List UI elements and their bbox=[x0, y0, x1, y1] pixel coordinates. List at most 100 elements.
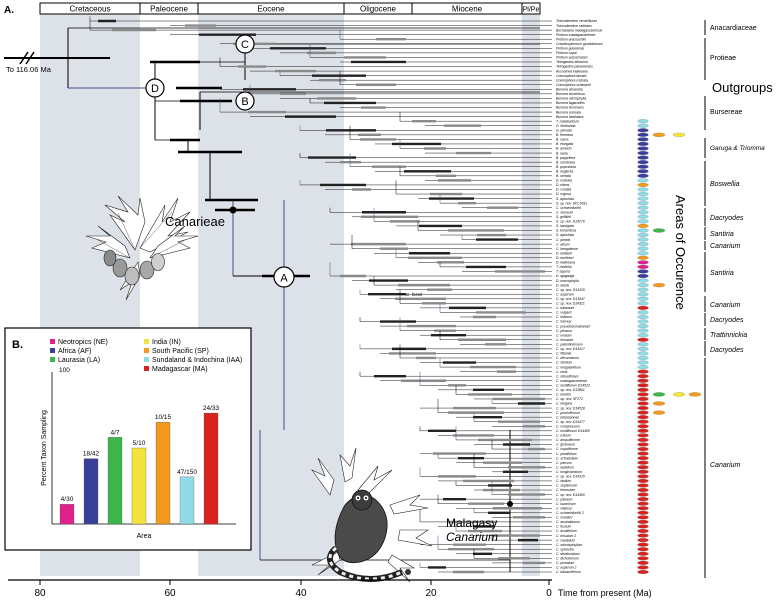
tip-label: C. elegans bbox=[556, 402, 573, 406]
bar-af bbox=[83, 458, 99, 525]
tip-label: C. ovatum bbox=[556, 333, 572, 337]
tip-label: C. multiflorum D14465 bbox=[556, 429, 590, 433]
tip-label: Commiphora rostrata bbox=[556, 78, 588, 82]
epoch-plio-pleistocene: Pl/Pe bbox=[523, 7, 540, 14]
area-dot bbox=[637, 237, 649, 242]
tip-label: S. sp. nov. D14276 bbox=[556, 220, 585, 224]
area-dot bbox=[637, 547, 649, 552]
calibration-node-dot bbox=[229, 206, 237, 214]
tip-label: D. klaineana bbox=[556, 261, 575, 265]
tip-label: C. hirsutum bbox=[556, 338, 574, 342]
area-dot bbox=[637, 346, 649, 351]
area-dot bbox=[637, 383, 649, 388]
tip-label: C. lastlum bbox=[556, 479, 571, 483]
area-dot bbox=[637, 492, 649, 497]
area-dot bbox=[637, 196, 649, 201]
tip-label: C. asperum bbox=[556, 292, 574, 296]
area-dot bbox=[637, 542, 649, 547]
tip-label: C. globosum bbox=[556, 443, 575, 447]
area-dot-extra bbox=[688, 392, 702, 397]
area-dot bbox=[637, 319, 649, 324]
legend-swatch bbox=[50, 357, 55, 362]
area-dot bbox=[637, 246, 649, 251]
area-dot bbox=[637, 260, 649, 265]
tip-label: C. harveyi bbox=[556, 320, 572, 324]
tip-label: B. sacra bbox=[556, 138, 569, 142]
area-dot bbox=[637, 210, 649, 215]
area-dot bbox=[637, 296, 649, 301]
tip-label: Bursera simaruba bbox=[556, 88, 583, 92]
tip-label: C. muelleri bbox=[556, 516, 572, 520]
epoch-eocene: Eocene bbox=[257, 5, 285, 14]
group-brackets: Anacardiaceae Protieae Outgroups Bursere… bbox=[704, 20, 773, 578]
area-dot bbox=[637, 164, 649, 169]
lemur-illustration bbox=[311, 447, 433, 583]
tip-label: C. lamii bbox=[556, 370, 568, 374]
area-dot-extra bbox=[672, 132, 686, 137]
tip-label: Tetragastris altissima bbox=[556, 60, 588, 64]
area-dot bbox=[637, 529, 649, 534]
tip-label: B. papyrifera bbox=[556, 156, 575, 160]
group-outgroups: Outgroups bbox=[712, 80, 773, 95]
area-dot bbox=[637, 392, 649, 397]
tip-label: B. nana bbox=[556, 151, 568, 155]
area-dot bbox=[637, 269, 649, 274]
tip-label: T. aspera bbox=[556, 270, 570, 274]
bar-value-label: 4/30 bbox=[61, 496, 74, 503]
legend-swatch bbox=[144, 366, 149, 371]
axis-tick-80: 80 bbox=[34, 588, 46, 599]
tip-label: C. cupuliforme bbox=[556, 447, 578, 451]
area-dot bbox=[637, 132, 649, 137]
area-dot bbox=[637, 137, 649, 142]
area-dot bbox=[637, 146, 649, 151]
bar-value-label: 10/15 bbox=[155, 414, 172, 421]
area-dot bbox=[637, 406, 649, 411]
tip-label: C. pilosum bbox=[556, 329, 572, 333]
node-b-label: B bbox=[241, 96, 248, 108]
tip-label: D. rostrata bbox=[556, 179, 572, 183]
area-dot bbox=[637, 233, 649, 238]
area-dot bbox=[637, 501, 649, 506]
area-dot bbox=[637, 419, 649, 424]
node-a-marker: A bbox=[273, 266, 295, 288]
legend-label: Madagascar (MA) bbox=[152, 366, 208, 373]
tip-label: D. igaganga bbox=[556, 274, 574, 278]
area-dot bbox=[637, 387, 649, 392]
group-dacryodes-3: Dacryodes bbox=[710, 347, 744, 354]
area-dot bbox=[637, 337, 649, 342]
bar-iaa bbox=[179, 476, 195, 525]
tip-label: B. ameero bbox=[556, 147, 572, 151]
tip-label: C. trinervium bbox=[556, 488, 575, 492]
area-dot bbox=[637, 355, 649, 360]
legend-swatch bbox=[50, 339, 55, 344]
group-dacryodes-2: Dacryodes bbox=[710, 317, 744, 324]
area-dot bbox=[637, 283, 649, 288]
tip-label: Bursera tecomaca bbox=[556, 106, 584, 110]
tip-label: C. sp. nov. D14317 bbox=[556, 347, 585, 351]
epoch-miocene: Miocene bbox=[452, 5, 483, 14]
area-dot bbox=[637, 219, 649, 224]
tip-label: Aucoumea klaineana bbox=[555, 69, 588, 73]
tip-label: C. ampulliforme bbox=[556, 438, 580, 442]
tip-label: C. sp. nov. D13861 bbox=[556, 388, 585, 392]
area-dot bbox=[637, 169, 649, 174]
malagasy-node-dot bbox=[507, 501, 513, 507]
group-boswellia: Boswellia bbox=[710, 181, 740, 188]
area-dot bbox=[637, 301, 649, 306]
area-dot bbox=[637, 538, 649, 543]
canarieae-label: Canarieae bbox=[165, 214, 225, 229]
epoch-cretaceous: Cretaceous bbox=[70, 5, 111, 14]
axis-label: Time from present (Ma) bbox=[558, 588, 652, 598]
legend-label: Laurasia (LA) bbox=[58, 357, 100, 364]
tip-label: C. multiflorum D14523 bbox=[556, 383, 590, 387]
area-dot bbox=[637, 292, 649, 297]
area-dot bbox=[637, 305, 649, 310]
root-age-note: To 116.06 Ma bbox=[6, 65, 52, 74]
area-dot bbox=[637, 205, 649, 210]
area-dot bbox=[637, 173, 649, 178]
area-dots bbox=[637, 119, 702, 574]
tip-label: C. boivinii bbox=[556, 393, 571, 397]
area-dot bbox=[637, 242, 649, 247]
